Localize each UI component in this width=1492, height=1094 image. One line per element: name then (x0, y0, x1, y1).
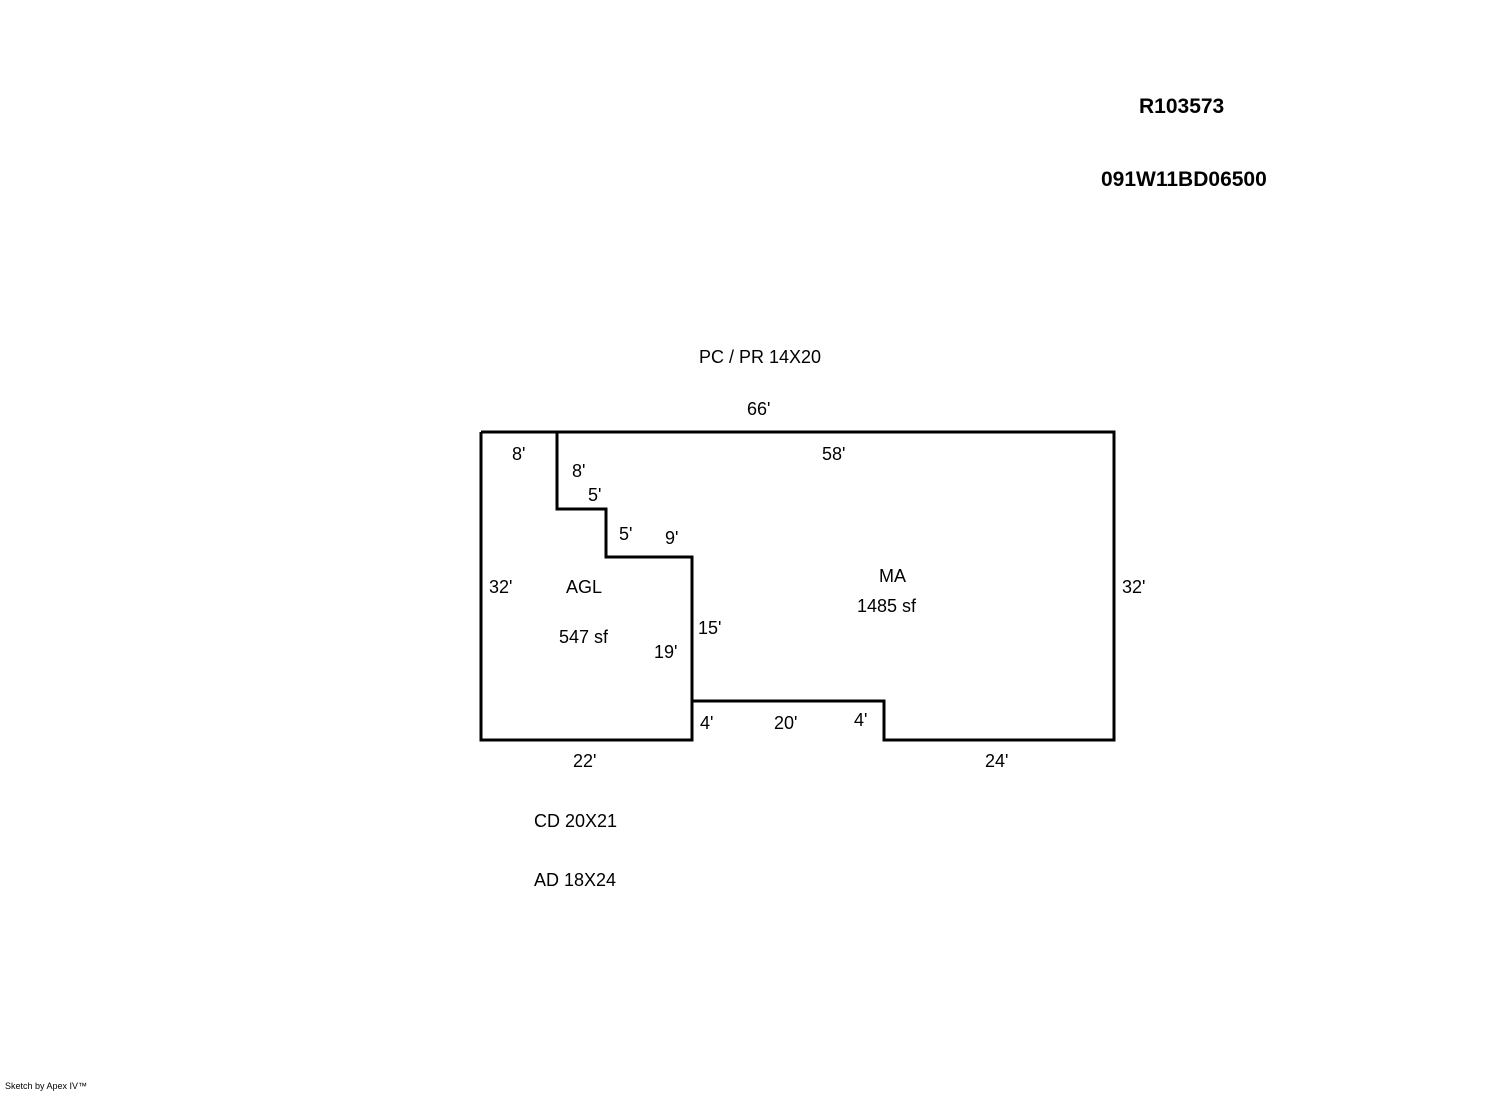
area-divider (555, 432, 694, 701)
area-label-ma: MA (879, 566, 906, 586)
area-size-ma: 1485 sf (857, 596, 917, 616)
dim-ma-inner: 15' (698, 618, 721, 638)
note-ad: AD 18X24 (534, 870, 617, 890)
note-porch: PC / PR 14X20 (699, 347, 822, 367)
area-size-agl: 547 sf (559, 627, 609, 647)
account-id: R103573 (1139, 95, 1225, 118)
dim-step2-vertical: 5' (619, 524, 632, 544)
dim-notch-width: 20' (774, 713, 797, 733)
map-number: 091W11BD06500 (1101, 168, 1267, 191)
dim-notch-left: 4' (700, 713, 713, 733)
dim-step1-horizontal: 5' (588, 485, 601, 505)
footer-credit: Sketch by Apex IV™ (5, 1081, 88, 1091)
dim-left: 32' (489, 577, 512, 597)
dim-agl-inner: 19' (654, 642, 677, 662)
dim-step2-horizontal: 9' (665, 528, 678, 548)
dim-right: 32' (1122, 577, 1145, 597)
dim-ma-top: 58' (822, 444, 845, 464)
dim-agl-top: 8' (512, 444, 525, 464)
dim-step1-vertical: 8' (572, 461, 585, 481)
building-outline (479, 430, 1116, 742)
note-cd: CD 20X21 (534, 811, 618, 831)
dim-notch-right: 4' (854, 710, 867, 730)
area-label-agl: AGL (566, 577, 602, 597)
dim-top-total: 66' (747, 399, 770, 419)
dim-ma-bottom: 24' (985, 751, 1008, 771)
dim-agl-bottom: 22' (573, 751, 596, 771)
